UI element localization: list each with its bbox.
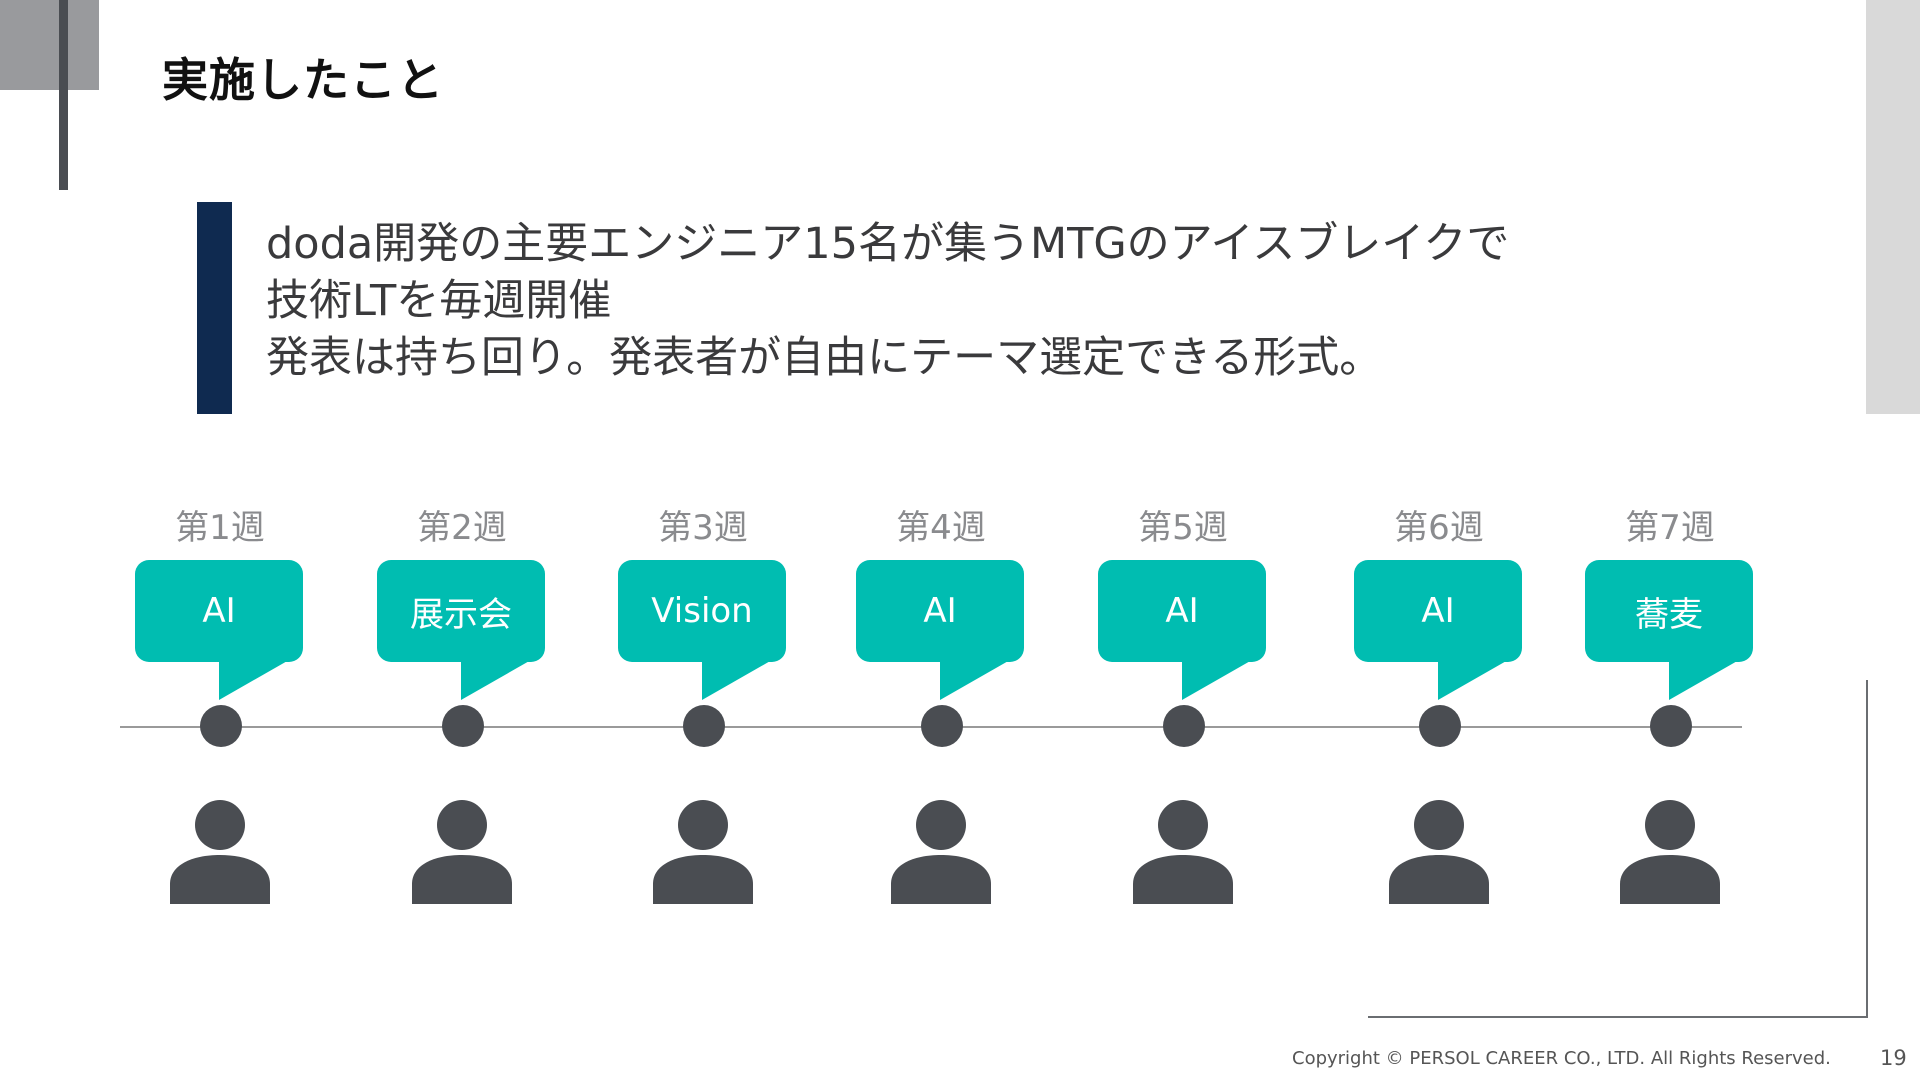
week-label: 第6週 bbox=[1394, 508, 1484, 548]
decorative-gray-block bbox=[0, 0, 99, 90]
speech-bubble-tail-icon bbox=[702, 660, 772, 700]
topic-bubble: AI bbox=[856, 560, 1024, 662]
description-line-2: 技術LTを毎週開催 bbox=[266, 276, 612, 326]
week-label: 第5週 bbox=[1138, 508, 1228, 548]
week-item: 第6週 AI bbox=[1354, 500, 1524, 910]
topic-bubble: 展示会 bbox=[377, 560, 545, 662]
person-icon bbox=[170, 800, 270, 904]
person-icon bbox=[1133, 800, 1233, 904]
timeline-dot-icon bbox=[683, 705, 725, 747]
week-item: 第7週蕎麦 bbox=[1585, 500, 1755, 910]
page-number: 19 bbox=[1880, 1046, 1907, 1070]
week-label: 第4週 bbox=[896, 508, 986, 548]
description-line-3: 発表は持ち回り。発表者が自由にテーマ選定できる形式。 bbox=[266, 333, 1383, 383]
decorative-right-panel bbox=[1866, 0, 1920, 414]
week-label: 第1週 bbox=[175, 508, 265, 548]
week-item: 第2週展示会 bbox=[377, 500, 547, 910]
decorative-dark-bar bbox=[59, 0, 68, 190]
week-label: 第3週 bbox=[658, 508, 748, 548]
timeline-dot-icon bbox=[442, 705, 484, 747]
topic-text: AI bbox=[1421, 591, 1455, 631]
week-item: 第4週 AI bbox=[856, 500, 1026, 910]
week-item: 第1週 AI bbox=[135, 500, 305, 910]
person-icon bbox=[1620, 800, 1720, 904]
speech-bubble-tail-icon bbox=[461, 660, 531, 700]
description-block: doda開発の主要エンジニア15名が集うMTGのアイスブレイクで 技術LTを毎週… bbox=[266, 216, 1826, 387]
decorative-frame-vertical bbox=[1866, 680, 1868, 1018]
timeline-dot-icon bbox=[1419, 705, 1461, 747]
speech-bubble-tail-icon bbox=[1182, 660, 1252, 700]
topic-bubble: AI bbox=[135, 560, 303, 662]
topic-text: 展示会 bbox=[410, 594, 512, 635]
topic-text: AI bbox=[202, 591, 236, 631]
topic-text: Vision bbox=[651, 591, 753, 631]
person-icon bbox=[653, 800, 753, 904]
footer-copyright: Copyright © PERSOL CAREER CO., LTD. All … bbox=[1292, 1048, 1831, 1069]
timeline-dot-icon bbox=[200, 705, 242, 747]
week-item: 第5週 AI bbox=[1098, 500, 1268, 910]
topic-text: AI bbox=[923, 591, 957, 631]
timeline-dot-icon bbox=[921, 705, 963, 747]
speech-bubble-tail-icon bbox=[1669, 660, 1739, 700]
topic-text: 蕎麦 bbox=[1635, 594, 1703, 635]
person-icon bbox=[891, 800, 991, 904]
person-icon bbox=[412, 800, 512, 904]
topic-bubble: Vision bbox=[618, 560, 786, 662]
description-line-1: doda開発の主要エンジニア15名が集うMTGのアイスブレイクで bbox=[266, 219, 1510, 269]
timeline-dot-icon bbox=[1163, 705, 1205, 747]
topic-bubble: AI bbox=[1354, 560, 1522, 662]
topic-bubble: AI bbox=[1098, 560, 1266, 662]
speech-bubble-tail-icon bbox=[1438, 660, 1508, 700]
slide-title: 実施したこと bbox=[162, 53, 444, 107]
quote-accent-bar bbox=[197, 202, 232, 414]
person-icon bbox=[1389, 800, 1489, 904]
topic-bubble: 蕎麦 bbox=[1585, 560, 1753, 662]
week-label: 第2週 bbox=[417, 508, 507, 548]
speech-bubble-tail-icon bbox=[940, 660, 1010, 700]
timeline-dot-icon bbox=[1650, 705, 1692, 747]
speech-bubble-tail-icon bbox=[219, 660, 289, 700]
week-label: 第7週 bbox=[1625, 508, 1715, 548]
week-item: 第3週 Vision bbox=[618, 500, 788, 910]
topic-text: AI bbox=[1165, 591, 1199, 631]
decorative-frame-horizontal bbox=[1368, 1016, 1868, 1018]
